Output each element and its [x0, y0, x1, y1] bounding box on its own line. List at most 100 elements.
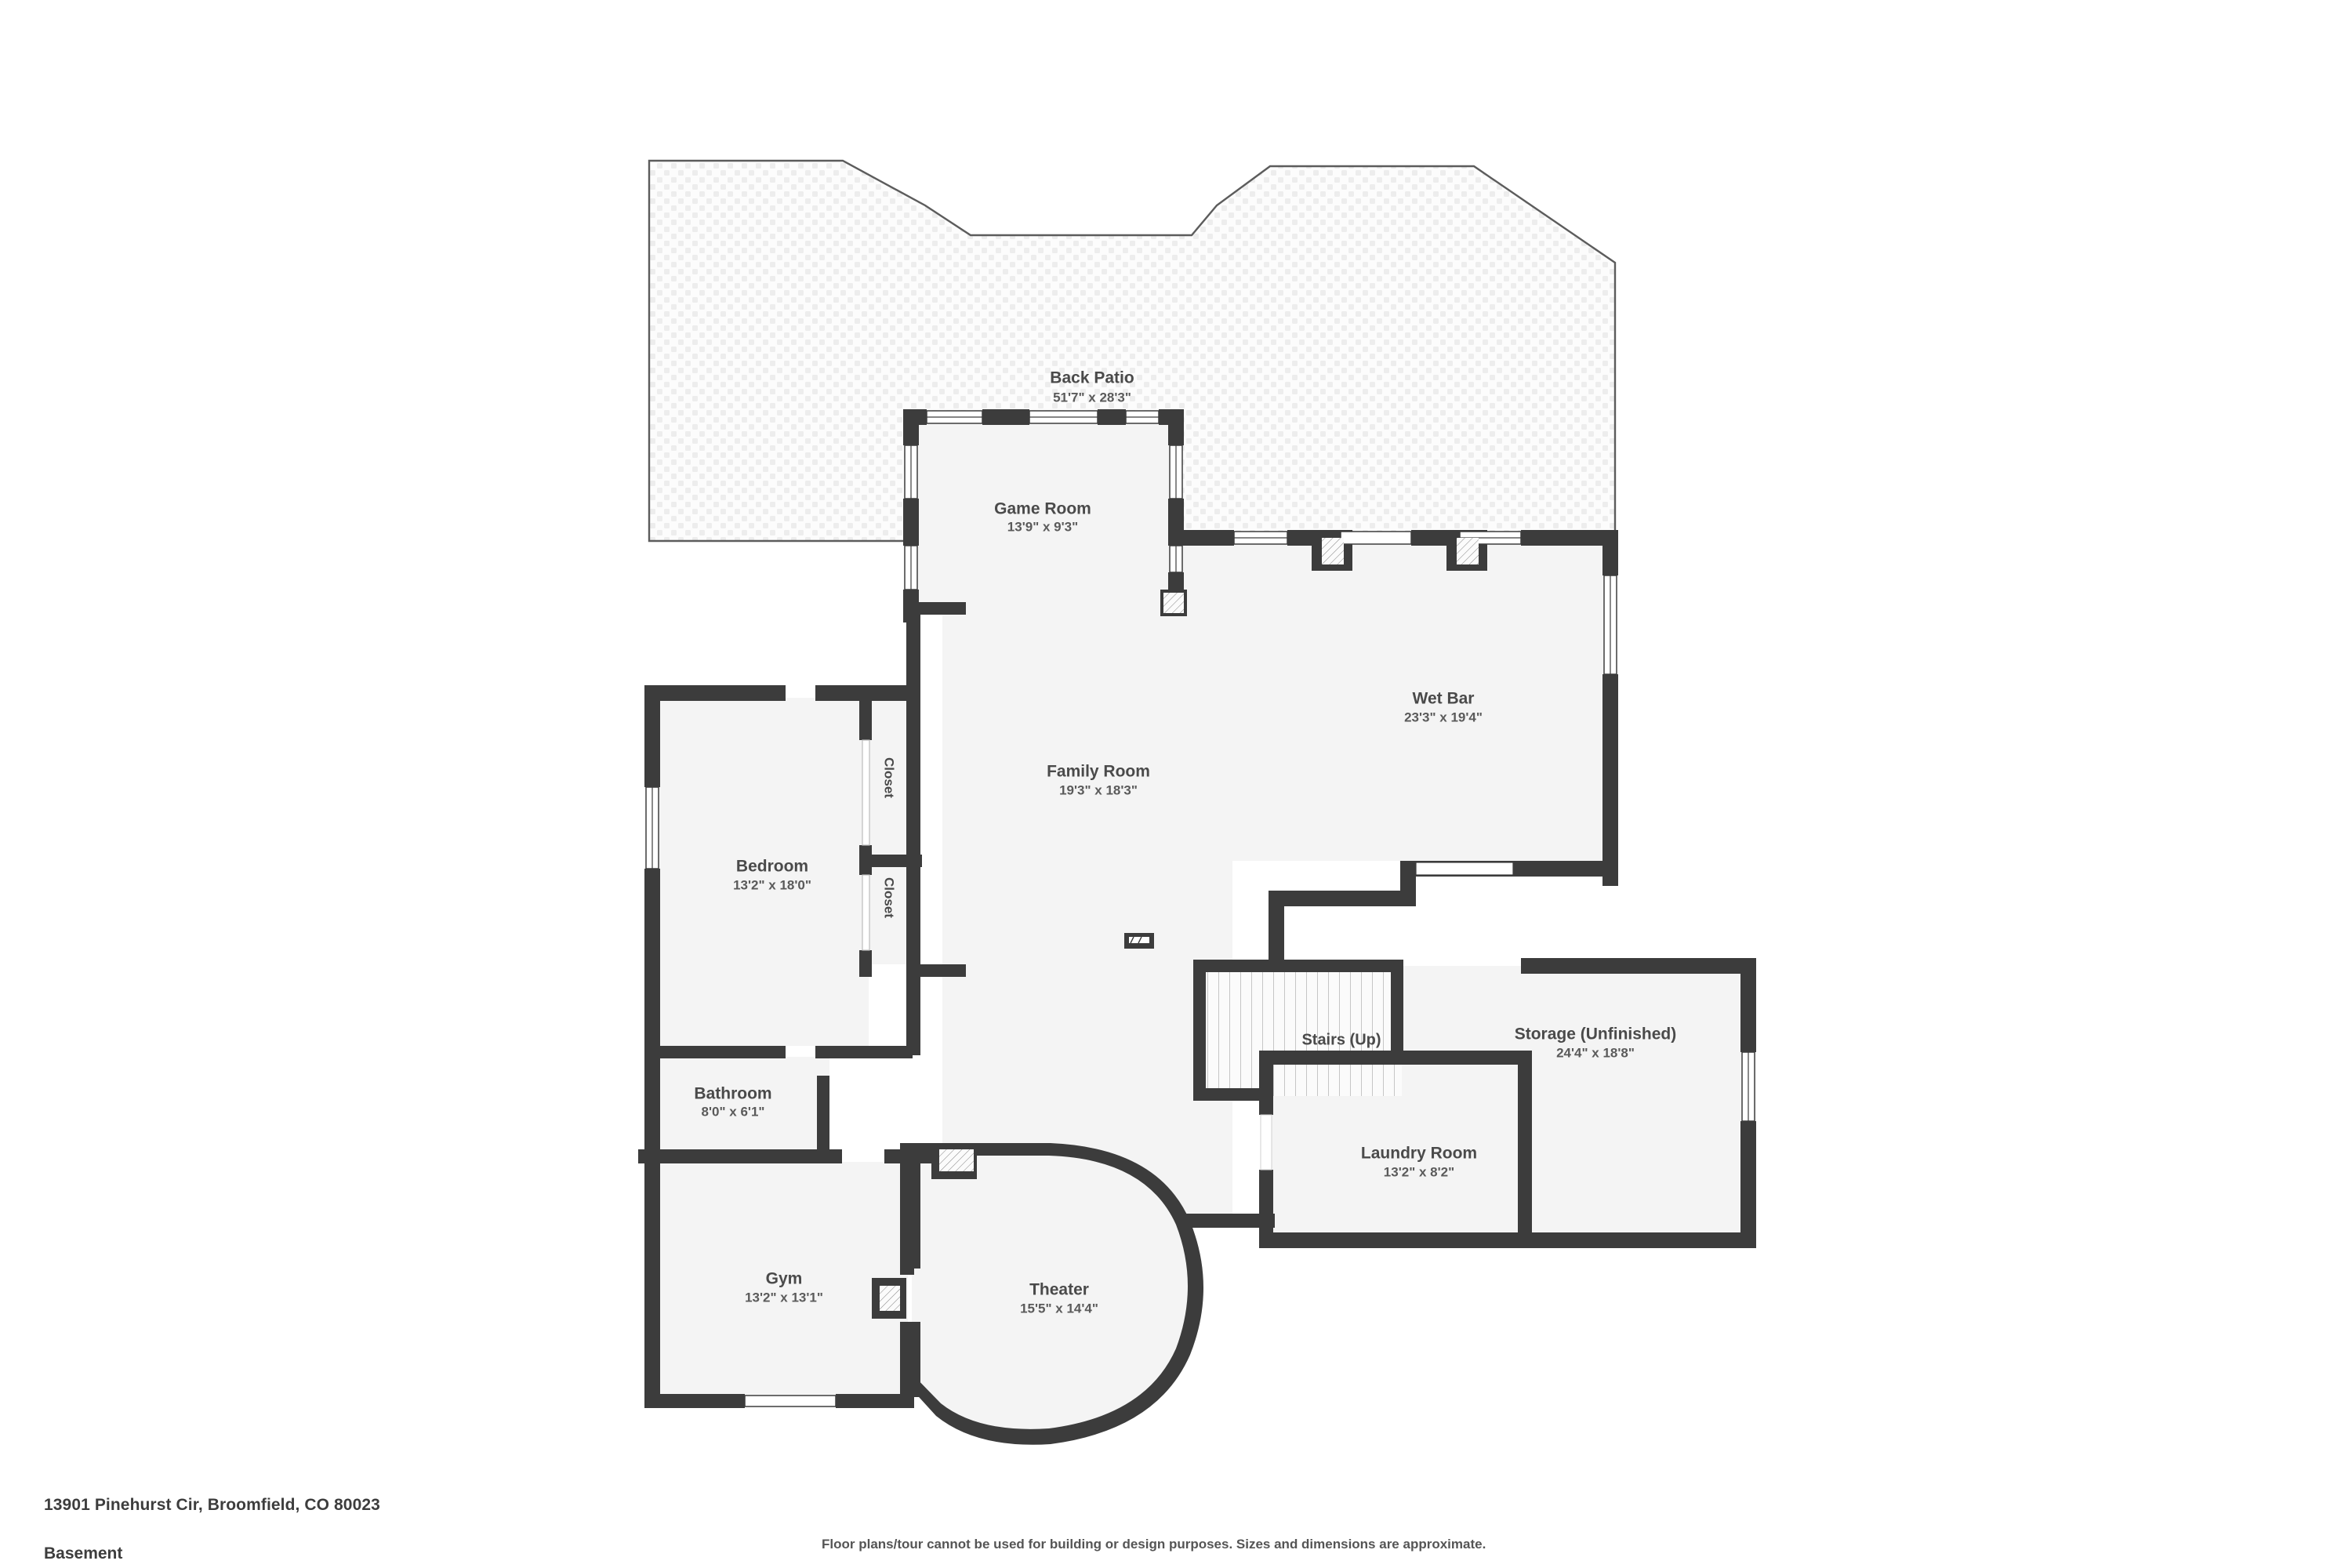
wall-gym-bottom-b: [836, 1394, 914, 1408]
window-gameroom-top-1: [926, 410, 983, 424]
window-gameroom-right-1: [1169, 445, 1183, 499]
room-label-back-patio: Back Patio: [1050, 369, 1134, 387]
wall-spine-a: [906, 615, 920, 693]
wall-wetbar-top-d: [1521, 530, 1618, 546]
wall-bathroom-right: [817, 1076, 829, 1154]
wall-gameroom-top-c: [1098, 409, 1126, 425]
stairs-treads: [1200, 971, 1402, 1096]
room-label-wet-bar: Wet Bar: [1413, 690, 1475, 708]
room-labels: Back Patio 51'7" x 28'3" Game Room 13'9"…: [694, 369, 1676, 1316]
wall-stairs-left: [1193, 960, 1206, 1101]
window-storage-right: [1741, 1051, 1755, 1122]
wall-gameroom-left-a: [903, 409, 919, 445]
wall-theater-left-a: [906, 1143, 920, 1269]
wall-theater-left-b: [906, 1322, 920, 1397]
room-dim-bedroom: 13'2" x 18'0": [733, 877, 811, 892]
opening-bathroom: [842, 1151, 884, 1162]
room-label-game-room: Game Room: [994, 500, 1091, 518]
window-wetbar-top-2: [1340, 531, 1412, 545]
wetbar-right-floor: [1408, 541, 1615, 878]
wall-stairs-top: [1193, 960, 1403, 972]
wall-gameroom-left-c: [903, 590, 919, 622]
wall-spine-b: [906, 693, 920, 977]
closet-upper-floor: [869, 693, 913, 858]
door-hatch-gameroom: [1163, 593, 1184, 613]
wall-storage-top: [1521, 958, 1756, 974]
wall-gameroom-top-b: [982, 409, 1029, 425]
window-gameroom-left-1: [904, 445, 918, 499]
gym-floor: [655, 1162, 908, 1399]
wall-storage-right-a: [1740, 958, 1756, 1052]
room-label-laundry: Laundry Room: [1361, 1145, 1477, 1163]
wall-step-lower: [1269, 891, 1416, 906]
wall-gameroom-right-b: [1168, 499, 1184, 546]
patio-outline: [648, 159, 1617, 543]
room-dim-gym: 13'2" x 13'1": [745, 1290, 823, 1305]
room-label-bathroom: Bathroom: [694, 1085, 771, 1103]
game-room-floor: [912, 417, 1174, 599]
window-bedroom-left: [645, 786, 659, 869]
stairs-label: Stairs (Up): [1301, 1031, 1381, 1048]
room-dim-game-room: 13'9" x 9'3": [1007, 519, 1078, 534]
family-room-column: [1124, 933, 1154, 949]
wall-laundry-right: [1518, 1051, 1532, 1247]
wall-storage-right-b: [1740, 1121, 1756, 1248]
room-dim-bathroom: 8'0" x 6'1": [702, 1104, 765, 1119]
bathroom-floor: [655, 1057, 829, 1152]
wall-left-ext-d: [644, 1162, 660, 1399]
room-label-family-room: Family Room: [1047, 763, 1150, 781]
wall-stairs-right: [1391, 960, 1403, 1062]
wall-closet-stub: [913, 964, 966, 977]
closet-lower-floor: [869, 866, 913, 964]
door-hatches: [880, 538, 1479, 1311]
window-gameroom-top-2: [1029, 410, 1098, 424]
footer-address: 13901 Pinehurst Cir, Broomfield, CO 8002…: [44, 1496, 380, 1514]
wall-theater-curved: [912, 1143, 1203, 1445]
theater-floor: [912, 1149, 1195, 1437]
window-gym-bottom: [744, 1395, 837, 1407]
door-hatch-gym: [880, 1286, 900, 1311]
interior-floor-fills: [655, 417, 1756, 1437]
stair-tread-fill: [1200, 971, 1402, 1096]
back-patio-area: [648, 159, 1617, 543]
wall-laundry-top: [1259, 1051, 1532, 1065]
wall-gym-top-a: [638, 1149, 842, 1163]
wall-bedroom-bottom-b: [815, 1046, 913, 1058]
wall-gameroom-right-a: [1168, 409, 1184, 445]
wall-bedroom-bottom-a: [644, 1046, 786, 1058]
window-gameroom-left-2: [904, 545, 918, 590]
wall-gameroom-stub-left: [919, 602, 966, 615]
footer-floor-label: Basement: [44, 1544, 123, 1563]
wall-left-ext-c: [644, 1057, 660, 1163]
room-dim-back-patio: 51'7" x 28'3": [1053, 390, 1131, 405]
wall-corner-gym-tl: [644, 1149, 660, 1165]
wall-step-vert-a: [1400, 861, 1416, 898]
room-label-gym: Gym: [766, 1270, 803, 1288]
window-gameroom-top-3: [1125, 410, 1160, 424]
door-hatch-theater: [939, 1149, 974, 1171]
wall-stairs-bottom: [1193, 1088, 1272, 1101]
wall-step-vert-b: [1269, 891, 1284, 971]
wall-gym-bottom-a: [644, 1394, 745, 1408]
wall-left-ext-a: [644, 685, 660, 787]
room-dim-theater: 15'5" x 14'4": [1020, 1301, 1098, 1316]
closet-label-lower: Closet: [882, 877, 897, 918]
room-dim-family-room: 19'3" x 18'3": [1059, 782, 1138, 797]
windows: [645, 410, 1755, 1407]
opening-bedroom-bottom: [786, 1047, 815, 1057]
room-dim-laundry: 13'2" x 8'2": [1384, 1164, 1454, 1179]
opening-closet-lower: [862, 874, 870, 951]
wall-closet-partition-c: [859, 950, 872, 977]
bedroom-floor: [655, 693, 869, 1046]
window-wetbar-right: [1603, 575, 1617, 675]
wall-laundry-bottom: [1259, 1232, 1532, 1248]
opening-storage-top: [1415, 862, 1514, 876]
wall-wetbar-right-a: [1602, 530, 1618, 575]
wall-wetbar-top-a: [1184, 530, 1234, 546]
wall-bedroom-top: [644, 685, 786, 701]
room-label-storage: Storage (Unfinished): [1515, 1025, 1677, 1044]
wall-theater-connector: [1182, 1214, 1275, 1228]
window-wetbar-top-1: [1233, 531, 1288, 545]
